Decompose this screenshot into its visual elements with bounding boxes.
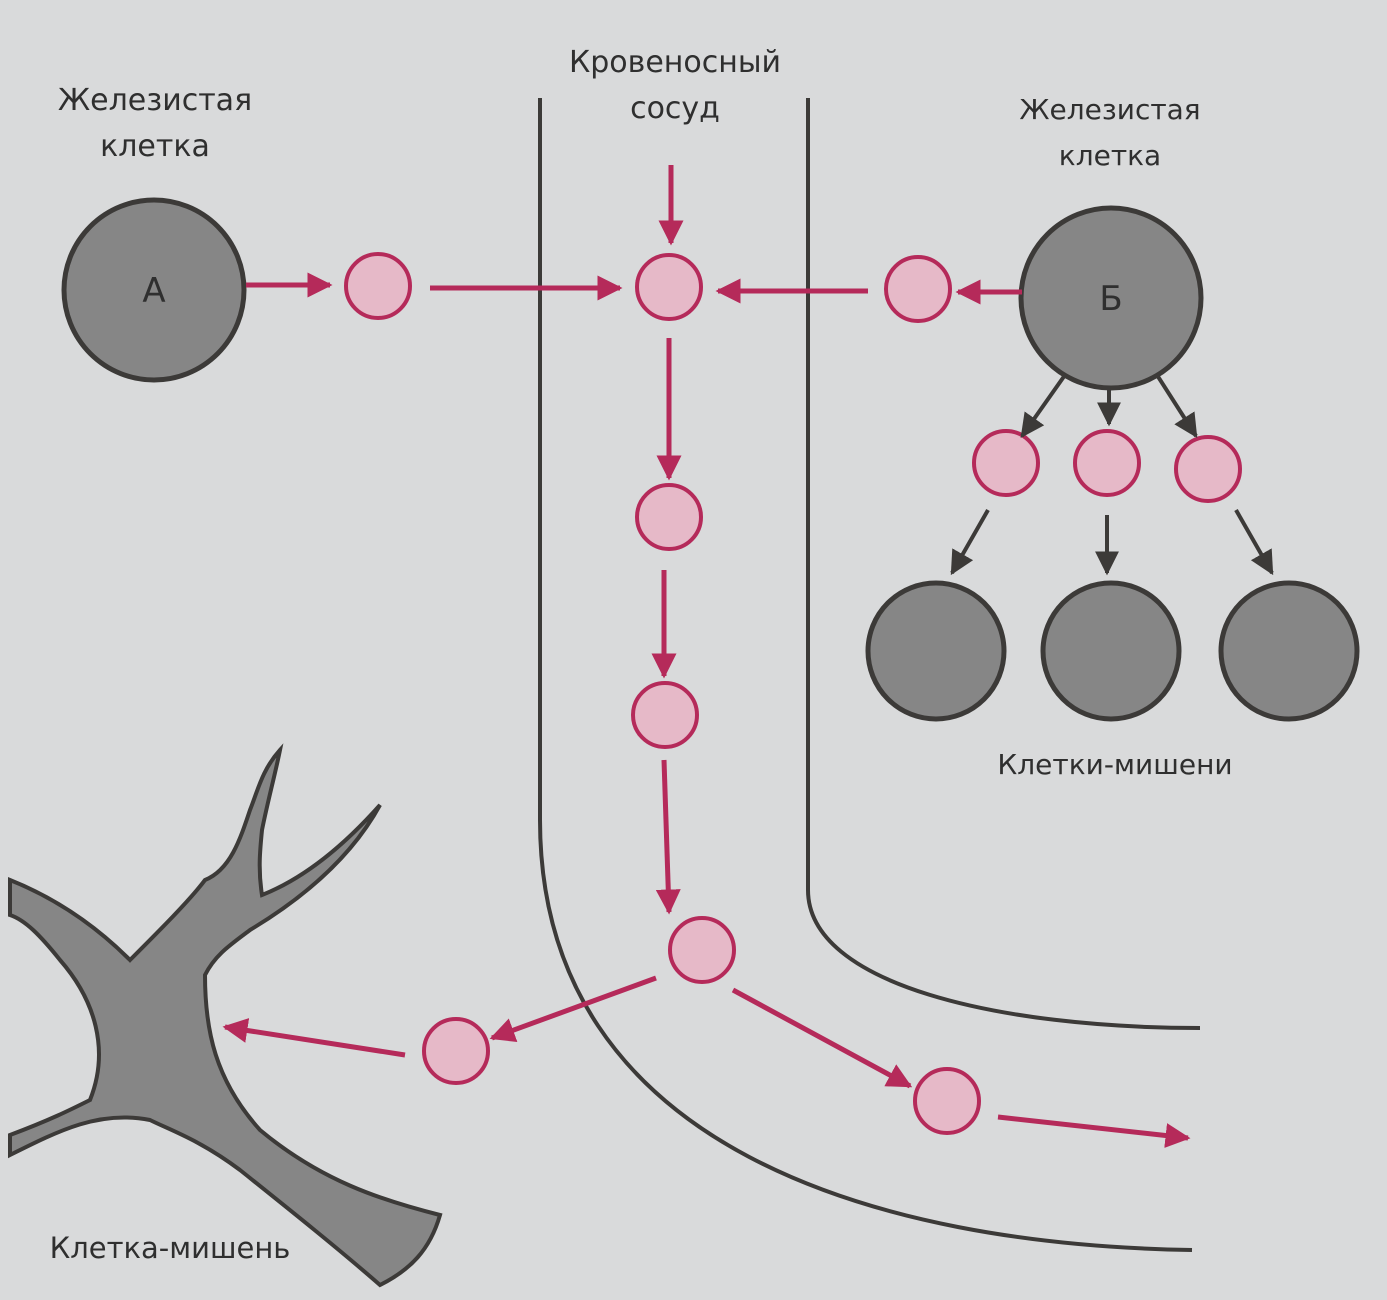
target-cells-right <box>868 583 1357 719</box>
label-gland-right-line2: клетка <box>985 133 1235 179</box>
label-gland-left: Железистая клетка <box>30 78 280 170</box>
arrow <box>664 760 669 912</box>
hormone-molecule <box>424 1019 488 1083</box>
arrow <box>225 1027 405 1055</box>
label-vessel-line1: Кровеносный <box>520 40 830 86</box>
label-gland-left-line1: Железистая <box>30 78 280 124</box>
arrow <box>1022 375 1065 436</box>
hormone-molecule <box>1075 431 1139 495</box>
label-vessel-line2: сосуд <box>520 86 830 132</box>
label-gland-left-line2: клетка <box>30 124 280 170</box>
hormone-molecule <box>974 431 1038 495</box>
label-gland-right: Железистая клетка <box>985 87 1235 179</box>
hormone-molecule <box>637 255 701 319</box>
label-target-cell-left: Клетка-мишень <box>10 1225 330 1271</box>
branched-target-cell <box>10 750 440 1285</box>
gland-cell-a-letter: А <box>142 271 165 311</box>
hormone-molecule <box>915 1069 979 1133</box>
hormone-molecule <box>346 254 410 318</box>
gland-cell-a: А <box>64 200 244 380</box>
hormone-molecule <box>886 257 950 321</box>
label-vessel: Кровеносный сосуд <box>520 40 830 132</box>
arrow <box>733 990 910 1086</box>
arrow <box>1157 375 1196 436</box>
arrow <box>1236 510 1272 573</box>
label-target-cell-left-text: Клетка-мишень <box>10 1225 330 1271</box>
hormone-molecule <box>670 918 734 982</box>
hormone-molecule <box>1176 437 1240 501</box>
gland-cell-b-letter: Б <box>1099 279 1122 319</box>
label-target-cells-right-text: Клетки-мишени <box>960 742 1270 788</box>
arrow <box>952 510 988 573</box>
arrow <box>998 1117 1188 1138</box>
target-cell <box>868 583 1004 719</box>
label-gland-right-line1: Железистая <box>985 87 1235 133</box>
hormone-molecule <box>637 485 701 549</box>
label-target-cells-right: Клетки-мишени <box>960 742 1270 788</box>
gland-cell-b: Б <box>1021 208 1201 388</box>
target-cell <box>1043 583 1179 719</box>
hormone-molecule <box>633 683 697 747</box>
target-cell <box>1221 583 1357 719</box>
